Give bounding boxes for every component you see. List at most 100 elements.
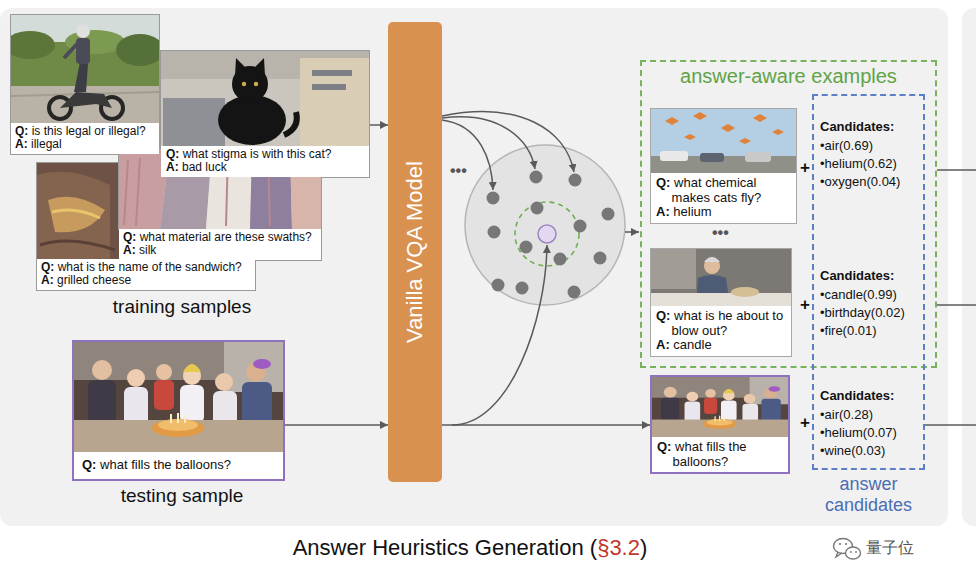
party-photo xyxy=(652,377,788,437)
kites-photo xyxy=(693,112,707,120)
cat-photo xyxy=(312,84,346,90)
kites-photo xyxy=(651,109,796,173)
label-holder: answer-aware examples xyxy=(642,65,935,87)
cat-photo xyxy=(254,82,258,86)
fabric-photo xyxy=(124,152,270,226)
question-text: Q: what material are these swaths? xyxy=(123,231,317,244)
section-label: testing sample xyxy=(72,485,292,507)
cat-photo xyxy=(161,51,369,146)
flow-curve xyxy=(452,245,547,425)
question-text: Q: what stigma is with this cat? xyxy=(166,148,364,161)
text-prefix: Q: xyxy=(656,175,670,190)
candidate-text: •fire(0.01) xyxy=(820,322,877,339)
kites-photo xyxy=(739,138,751,144)
text-body: what stigma is with this cat? xyxy=(179,147,331,161)
label-holder: •helium(0.62) xyxy=(820,155,897,172)
sample-dot xyxy=(520,241,533,254)
text-prefix: Q: xyxy=(166,147,179,161)
cat-photo xyxy=(312,70,352,76)
group-box: answer-aware examplesQ: what chemical ma… xyxy=(640,60,937,368)
candidate-text: •wine(0.03) xyxy=(820,442,885,459)
cake-photo xyxy=(651,293,791,306)
motorcycle-photo xyxy=(11,86,159,123)
label-holder: ••• xyxy=(450,162,467,180)
party-photo xyxy=(74,342,283,452)
text-body: helium xyxy=(670,204,712,219)
text-prefix: Q: xyxy=(15,124,28,138)
flow-curve xyxy=(937,169,976,171)
candidate-text: •helium(0.62) xyxy=(820,155,897,172)
sandwich-photo xyxy=(48,197,105,233)
candidate-text: •air(0.69) xyxy=(820,137,873,154)
label-holder: Vanilla VQA Model xyxy=(402,161,428,343)
text-body: bad luck xyxy=(179,160,227,174)
question-text: Q: what is he about to blow out? xyxy=(656,309,786,338)
kites-photo xyxy=(651,156,796,173)
wechat-icon xyxy=(839,543,841,545)
sample-dot xyxy=(516,282,529,295)
motorcycle-photo xyxy=(116,34,159,66)
cake-photo xyxy=(704,258,720,274)
photo-frame xyxy=(651,109,797,174)
label-holder: •helium(0.07) xyxy=(820,424,897,441)
sample-card: Q: what fills the balloons? xyxy=(72,340,285,481)
answer-text: A: helium xyxy=(656,205,791,220)
wechat-icon xyxy=(836,552,842,557)
sample-dot xyxy=(531,202,544,215)
motorcycle-photo xyxy=(11,92,159,96)
label-holder: •birthday(0.02) xyxy=(820,304,905,321)
text-body: what fills the balloons? xyxy=(96,457,230,472)
label-holder: •air(0.69) xyxy=(820,137,873,154)
text-body: is this legal or illegal? xyxy=(28,124,145,138)
question-text: Q: what chemical makes cats fly? xyxy=(656,176,791,205)
caption-strip: Q: what fills the balloons? xyxy=(74,452,283,479)
sample-card: Q: is this legal or illegal?A: illegal xyxy=(10,14,160,155)
flow-curve xyxy=(937,304,976,306)
sample-dot xyxy=(530,171,543,184)
motorcycle-photo xyxy=(74,62,88,92)
question-text: Q: what is the name of the sandwich? xyxy=(41,261,251,274)
cake-photo xyxy=(704,257,720,262)
text-prefix: A: xyxy=(166,160,179,174)
section-label: training samples xyxy=(72,296,292,318)
kites-photo xyxy=(651,109,796,173)
caption-strip: Q: what fills the balloons? xyxy=(652,437,788,472)
question-text: Q: what fills the balloons? xyxy=(657,440,783,469)
text-body: what fills the balloons? xyxy=(671,439,746,469)
kites-photo xyxy=(665,117,679,125)
ellipsis: ••• xyxy=(712,224,729,242)
sample-dot xyxy=(492,279,505,292)
photo-frame xyxy=(119,149,322,230)
sample-card: Q: what chemical makes cats fly?A: heliu… xyxy=(650,108,797,224)
sample-dot xyxy=(574,220,587,233)
cat-photo xyxy=(163,98,225,146)
kites-photo xyxy=(665,112,784,144)
label-holder: Candidates: xyxy=(820,118,894,135)
text-prefix: Q: xyxy=(82,457,96,472)
cake-photo xyxy=(651,249,791,306)
fabric-photo xyxy=(206,149,252,229)
text-body: candle xyxy=(670,337,712,352)
text-body: grilled cheese xyxy=(54,273,131,287)
fabric-photo xyxy=(119,149,321,229)
text-prefix: Q: xyxy=(657,439,671,454)
text-body: what chemical makes cats fly? xyxy=(670,175,761,205)
cat-photo xyxy=(161,51,369,79)
candidates-box: Candidates:•air(0.69)•helium(0.62)•oxyge… xyxy=(812,94,925,470)
kites-photo xyxy=(772,129,784,135)
flow-curve xyxy=(625,231,639,233)
label-holder: + xyxy=(800,413,810,433)
plus-sign: + xyxy=(800,295,810,315)
motorcycle-photo xyxy=(65,30,125,54)
cake-photo xyxy=(651,249,791,306)
question-text: Q: what fills the balloons? xyxy=(82,458,275,473)
photo-frame xyxy=(161,51,370,147)
sample-card: Q: what fills the balloons? xyxy=(650,375,790,474)
watermark: 量子位 xyxy=(866,538,914,559)
text-prefix: A: xyxy=(656,337,670,352)
sample-card: Q: what is the name of the sandwich? A: g… xyxy=(36,162,256,291)
motorcycle-photo xyxy=(11,42,159,86)
model-box: Vanilla VQA Model xyxy=(388,22,442,482)
ellipsis: ••• xyxy=(450,162,467,180)
